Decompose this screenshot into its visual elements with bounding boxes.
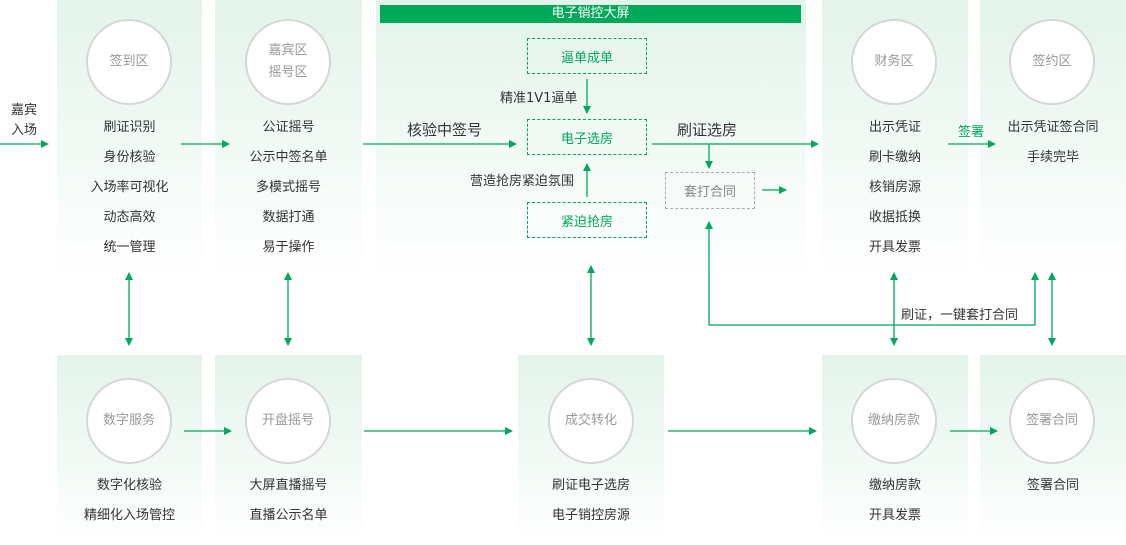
entry-label: 嘉宾 入场 <box>11 101 37 141</box>
circle-label: 嘉宾区 <box>268 43 308 58</box>
circle-sign-contract: 签署合同 <box>1009 378 1095 464</box>
label-1v1: 精准1V1逼单 <box>500 91 578 106</box>
entry-label-line: 嘉宾 <box>11 103 38 118</box>
feature-item: 刷卡缴纳 <box>868 150 921 165</box>
feature-item: 多模式摇号 <box>255 180 321 195</box>
feature-item: 缴纳房款 <box>868 478 921 493</box>
feature-item: 开具发票 <box>868 240 921 255</box>
finance-features: 出示凭证刷卡缴纳核销房源收据抵换开具发票 <box>822 113 968 263</box>
lottery-features: 公证摇号公示中签名单多模式摇号数据打通易于操作 <box>215 113 362 263</box>
circle-label: 摇号区 <box>268 65 308 80</box>
b3-features: 刷证电子选房电子销控房源 <box>518 471 664 531</box>
box-print-contract: 套打合同 <box>665 172 755 209</box>
feature-item: 签署合同 <box>1026 478 1079 493</box>
b2-features: 大屏直播摇号直播公示名单 <box>215 471 362 531</box>
feature-item: 统一管理 <box>103 240 156 255</box>
box-force-deal: 逼单成单 <box>527 38 647 74</box>
circle-finance: 财务区 <box>851 19 937 105</box>
feature-item: 数字化核验 <box>96 478 162 493</box>
circle-lottery: 嘉宾区摇号区 <box>245 19 331 105</box>
feature-item: 精细化入场管控 <box>83 508 175 523</box>
circle-label: 数字服务 <box>102 413 155 428</box>
feature-item: 数据打通 <box>262 210 315 225</box>
circle-checkin: 签到区 <box>86 19 172 105</box>
label-select: 刷证选房 <box>677 121 738 139</box>
feature-item: 手续完毕 <box>1026 150 1079 165</box>
feature-item: 身份核验 <box>103 150 156 165</box>
feature-item: 开具发票 <box>868 508 921 523</box>
b4-features: 缴纳房款开具发票 <box>822 471 968 531</box>
feature-item: 核销房源 <box>868 180 921 195</box>
box-urgent-grab: 紧迫抢房 <box>527 202 647 238</box>
circle-opening-lottery: 开盘摇号 <box>245 378 331 464</box>
label-urgency: 营造抢房紧迫氛围 <box>470 174 575 189</box>
b1-features: 数字化核验精细化入场管控 <box>57 471 202 531</box>
label-sign: 签署 <box>958 125 985 140</box>
circle-label: 签署合同 <box>1025 413 1078 428</box>
feature-item: 大屏直播摇号 <box>249 478 328 493</box>
feature-item: 公证摇号 <box>262 120 315 135</box>
circle-label: 签到区 <box>109 54 149 69</box>
circle-digital-service: 数字服务 <box>86 378 172 464</box>
feature-item: 刷证识别 <box>103 120 156 135</box>
circle-label: 开盘摇号 <box>261 413 314 428</box>
circle-label: 财务区 <box>874 54 914 69</box>
circle-label: 成交转化 <box>564 413 617 428</box>
feature-item: 收据抵换 <box>868 210 921 225</box>
feature-item: 易于操作 <box>262 240 315 255</box>
feature-item: 刷证电子选房 <box>551 478 630 493</box>
circle-label: 缴纳房款 <box>867 413 920 428</box>
label-verify: 核验中签号 <box>407 121 483 139</box>
feature-item: 电子销控房源 <box>551 508 630 523</box>
sales-screen-title: 电子销控大屏 <box>380 5 801 23</box>
circle-label: 签约区 <box>1032 54 1072 69</box>
checkin-features: 刷证识别身份核验入场率可视化动态高效统一管理 <box>57 113 202 263</box>
box-e-selection: 电子选房 <box>527 119 647 155</box>
contract-features: 出示凭证签合同手续完毕 <box>980 113 1126 173</box>
circle-payment: 缴纳房款 <box>851 378 937 464</box>
feature-item: 动态高效 <box>103 210 156 225</box>
entry-label-line: 入场 <box>11 123 38 138</box>
label-print: 刷证，一键套打合同 <box>901 308 1019 323</box>
feature-item: 公示中签名单 <box>249 150 328 165</box>
circle-contract: 签约区 <box>1009 19 1095 105</box>
b5-features: 签署合同 <box>980 471 1126 501</box>
feature-item: 出示凭证签合同 <box>1007 120 1099 135</box>
feature-item: 直播公示名单 <box>249 508 328 523</box>
feature-item: 入场率可视化 <box>90 180 169 195</box>
feature-item: 出示凭证 <box>868 120 921 135</box>
circle-conversion: 成交转化 <box>548 378 634 464</box>
